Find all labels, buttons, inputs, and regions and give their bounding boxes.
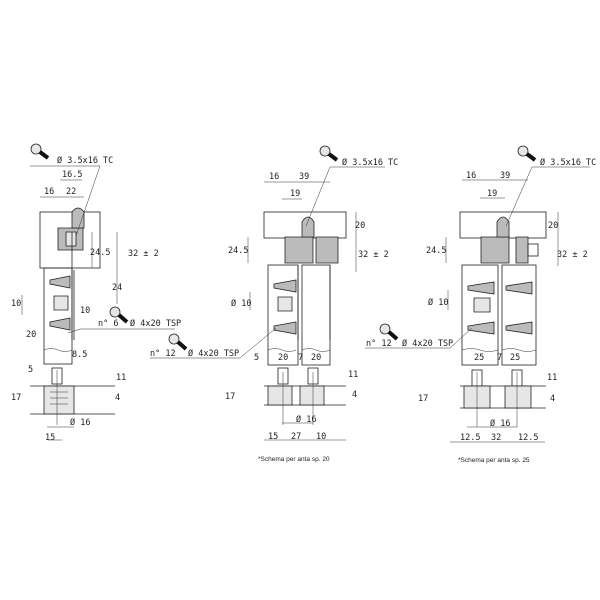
dim-label: 20 [278,353,288,363]
drawing-caption: *Schema per anta sp. 20 [258,456,330,463]
screw-side-label: Ø 4x20 TSP [188,348,239,359]
dim-label: Ø 16 [490,418,510,429]
dim-label: 20 [26,330,36,340]
screw-icon-top [30,143,50,160]
dim-label: 22 [66,187,76,197]
screw-top-label: Ø 3.5x16 TC [540,157,596,168]
dim-label: 17 [225,392,235,402]
dim-label: 27 [291,432,301,442]
drawing-single-door: Ø 3.5x16 TC 16.5 16 22 24.5 32 ± 2 24 10… [11,143,181,443]
dim-label: 11 [547,373,557,383]
dim-label: 10 [316,432,326,442]
dim-label: 4 [115,393,120,403]
screw-side-count: n° 12 [150,349,176,359]
dim-label: 20 [355,221,365,231]
screw-icon-side [379,323,399,341]
screw-top-label: Ø 3.5x16 TC [57,155,113,166]
dim-label: 24.5 [426,246,446,256]
drawing-double-door-20: Ø 3.5x16 TC 16 39 19 20 24.5 32 ± 2 Ø 10… [150,145,398,463]
screw-side-count: n° 12 [366,339,392,349]
dim-label: 19 [487,189,497,199]
geometry [365,166,590,443]
dim-label: Ø 16 [296,414,316,425]
dim-label: 24.5 [90,248,110,258]
dim-label: 32 ± 2 [128,249,159,259]
dim-label: 24.5 [228,246,248,256]
dim-label: 4 [550,394,555,404]
dim-label: 16.5 [62,170,82,180]
dim-label: 16 [269,172,279,182]
dim-label: 20 [311,353,321,363]
screw-icon-top [517,145,537,162]
dim-label: 25 [510,353,520,363]
geometry [21,165,175,441]
dim-label: 8.5 [72,350,87,360]
dim-label: Ø 10 [231,298,251,309]
dim-label: 17 [11,393,21,403]
dim-label: 32 ± 2 [557,250,588,260]
dim-label: 15 [45,433,55,443]
dim-label: 10 [11,299,21,309]
dim-label: 16 [44,187,54,197]
dim-label: 11 [116,373,126,383]
dim-label: 25 [474,353,484,363]
dim-label: 4 [352,390,357,400]
dim-label: 11 [348,370,358,380]
screw-side-label: Ø 4x20 TSP [402,338,453,349]
screw-icon-top [319,145,339,162]
dim-label: 32 ± 2 [358,250,389,260]
dim-label: Ø 16 [70,417,90,428]
dim-label: 7 [497,353,502,363]
dim-label: 16 [466,171,476,181]
screw-icon-side [168,333,188,351]
dim-label: 10 [80,306,90,316]
drawing-caption: *Schema per anta sp. 25 [458,457,530,464]
dim-label: 19 [290,189,300,199]
dim-label: 39 [299,172,309,182]
drawing-double-door-25: Ø 3.5x16 TC 16 39 19 20 24.5 32 ± 2 Ø 10… [365,145,596,464]
screw-top-label: Ø 3.5x16 TC [342,157,398,168]
dim-label: 7 [298,353,303,363]
dim-label: 39 [500,171,510,181]
screw-icon-side [109,306,129,324]
dim-label: 32 [491,433,501,443]
screw-side-count: n° 6 [98,319,118,329]
geometry [150,166,385,441]
dim-label: 24 [112,283,122,293]
dim-label: 12.5 [518,433,538,443]
dim-label: 5 [254,353,259,363]
dim-label: 20 [548,221,558,231]
dim-label: 15 [268,432,278,442]
dim-label: 5 [28,365,33,375]
dim-label: 17 [418,394,428,404]
dim-label: 12.5 [460,433,480,443]
dim-label: Ø 10 [428,297,448,308]
screw-side-label: Ø 4x20 TSP [130,318,181,329]
